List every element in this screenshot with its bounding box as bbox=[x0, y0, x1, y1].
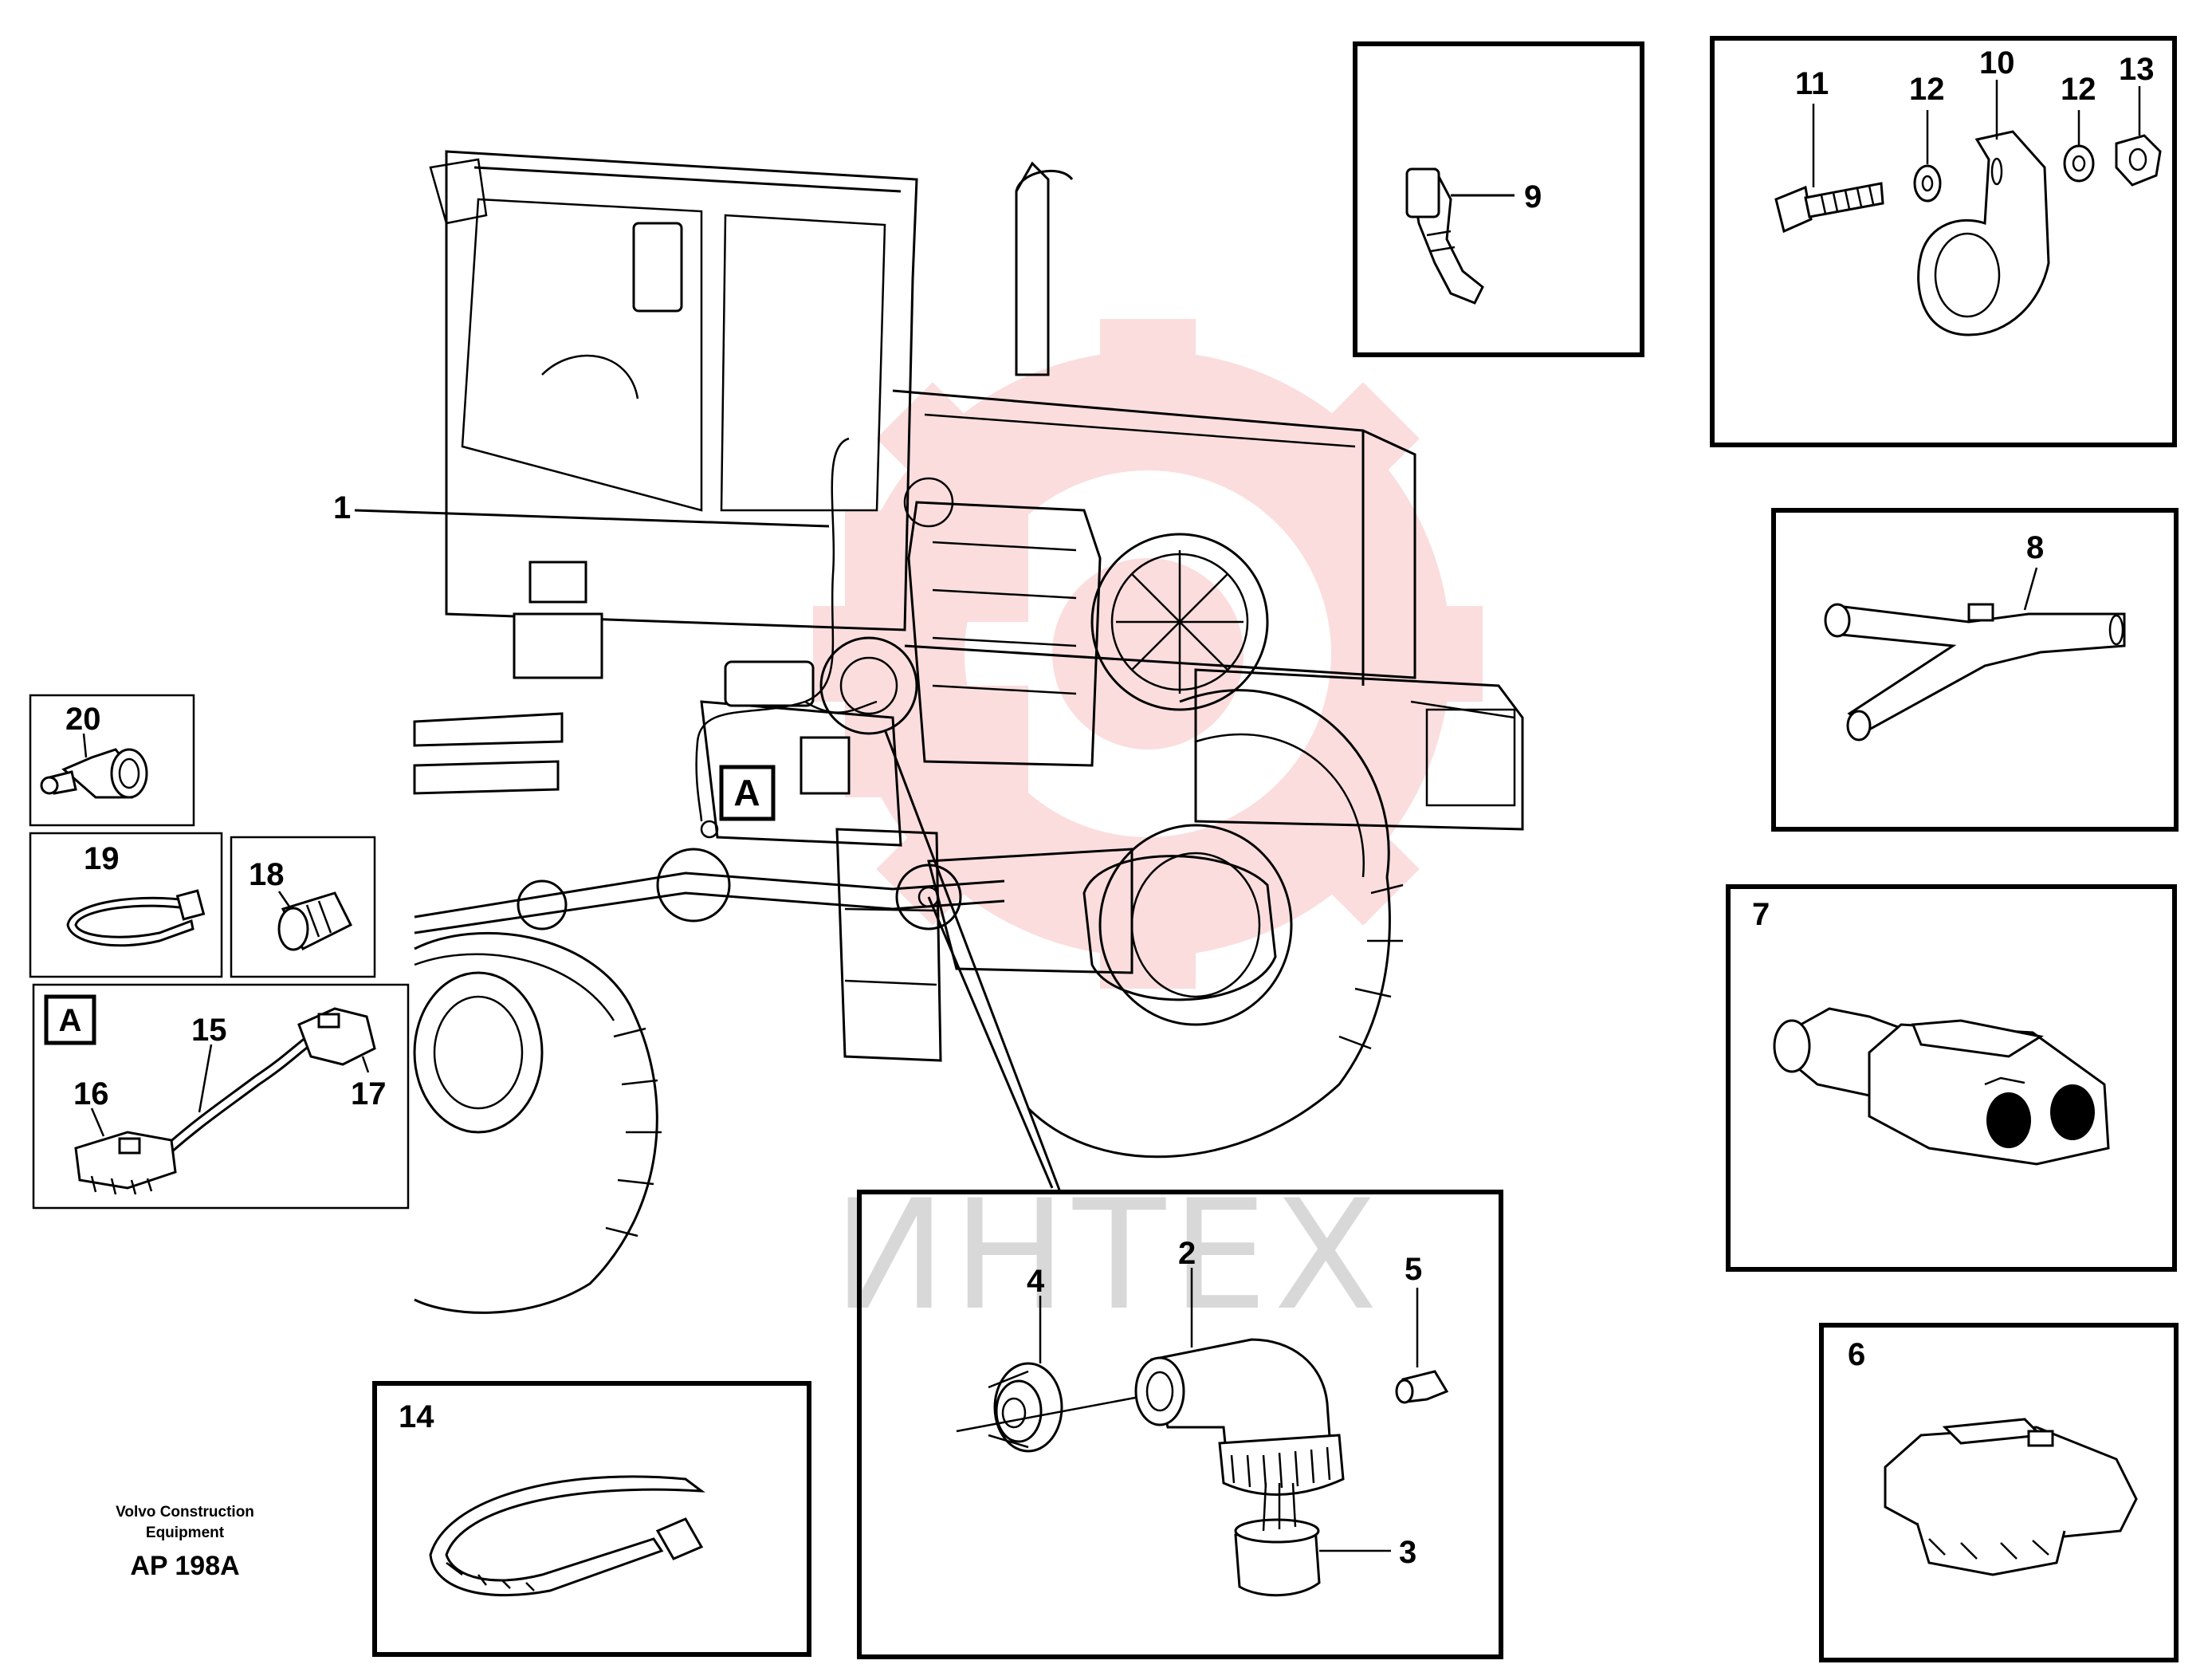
inset-19: 19 bbox=[29, 832, 223, 978]
detail-marker-a-label: A bbox=[733, 772, 760, 813]
callout-12-left: 12 bbox=[1909, 72, 1945, 107]
callout-2: 2 bbox=[1178, 1236, 1196, 1271]
callout-15: 15 bbox=[191, 1013, 227, 1048]
footer-caption: Volvo Construction Equipment AP 198A bbox=[116, 1504, 254, 1581]
callout-12-right: 12 bbox=[2061, 72, 2096, 107]
inset-14: 14 bbox=[372, 1381, 811, 1657]
callout-14: 14 bbox=[399, 1399, 434, 1434]
drawing-code: AP 198A bbox=[130, 1551, 239, 1581]
callout-19: 19 bbox=[84, 841, 120, 876]
leader-sensor bbox=[927, 896, 1054, 1189]
inset-9: 9 bbox=[1353, 41, 1644, 357]
callout-5: 5 bbox=[1405, 1252, 1422, 1287]
callout-11: 11 bbox=[1795, 66, 1829, 101]
wheel-loader-illustration bbox=[413, 150, 1524, 1314]
inset-2-5: 4 2 5 3 bbox=[857, 1190, 1503, 1659]
inset-20: 20 bbox=[29, 694, 195, 827]
callout-6: 6 bbox=[1848, 1337, 1865, 1372]
inset-7: 7 bbox=[1726, 884, 2177, 1272]
inset-10-13: 11 12 10 12 13 bbox=[1710, 36, 2177, 447]
callout-8: 8 bbox=[2026, 530, 2044, 565]
leader-2-3-4-5 bbox=[883, 729, 1062, 1193]
callout-10: 10 bbox=[1979, 45, 2015, 81]
callout-18: 18 bbox=[249, 857, 285, 892]
company-name-line-2: Equipment bbox=[146, 1525, 225, 1541]
callout-4: 4 bbox=[1027, 1264, 1045, 1299]
callout-16: 16 bbox=[73, 1076, 109, 1111]
callout-1: 1 bbox=[333, 490, 351, 525]
inset-a: A 15 16 17 bbox=[32, 983, 410, 1210]
inset-18: 18 bbox=[230, 836, 376, 978]
callout-9: 9 bbox=[1524, 179, 1542, 214]
callout-13: 13 bbox=[2119, 52, 2155, 87]
company-name-line-1: Volvo Construction bbox=[116, 1504, 254, 1521]
inset-8: 8 bbox=[1771, 508, 2179, 832]
detail-marker-a: A bbox=[719, 765, 776, 821]
callout-3: 3 bbox=[1399, 1535, 1416, 1570]
callout-17: 17 bbox=[351, 1076, 387, 1111]
leader-1 bbox=[354, 509, 830, 528]
callout-20: 20 bbox=[65, 702, 101, 737]
inset-6: 6 bbox=[1819, 1323, 2179, 1662]
inset-a-marker-label: A bbox=[59, 1003, 82, 1038]
watermark-text: ИНТЕХ bbox=[833, 1167, 1384, 1344]
callout-7: 7 bbox=[1752, 897, 1770, 932]
